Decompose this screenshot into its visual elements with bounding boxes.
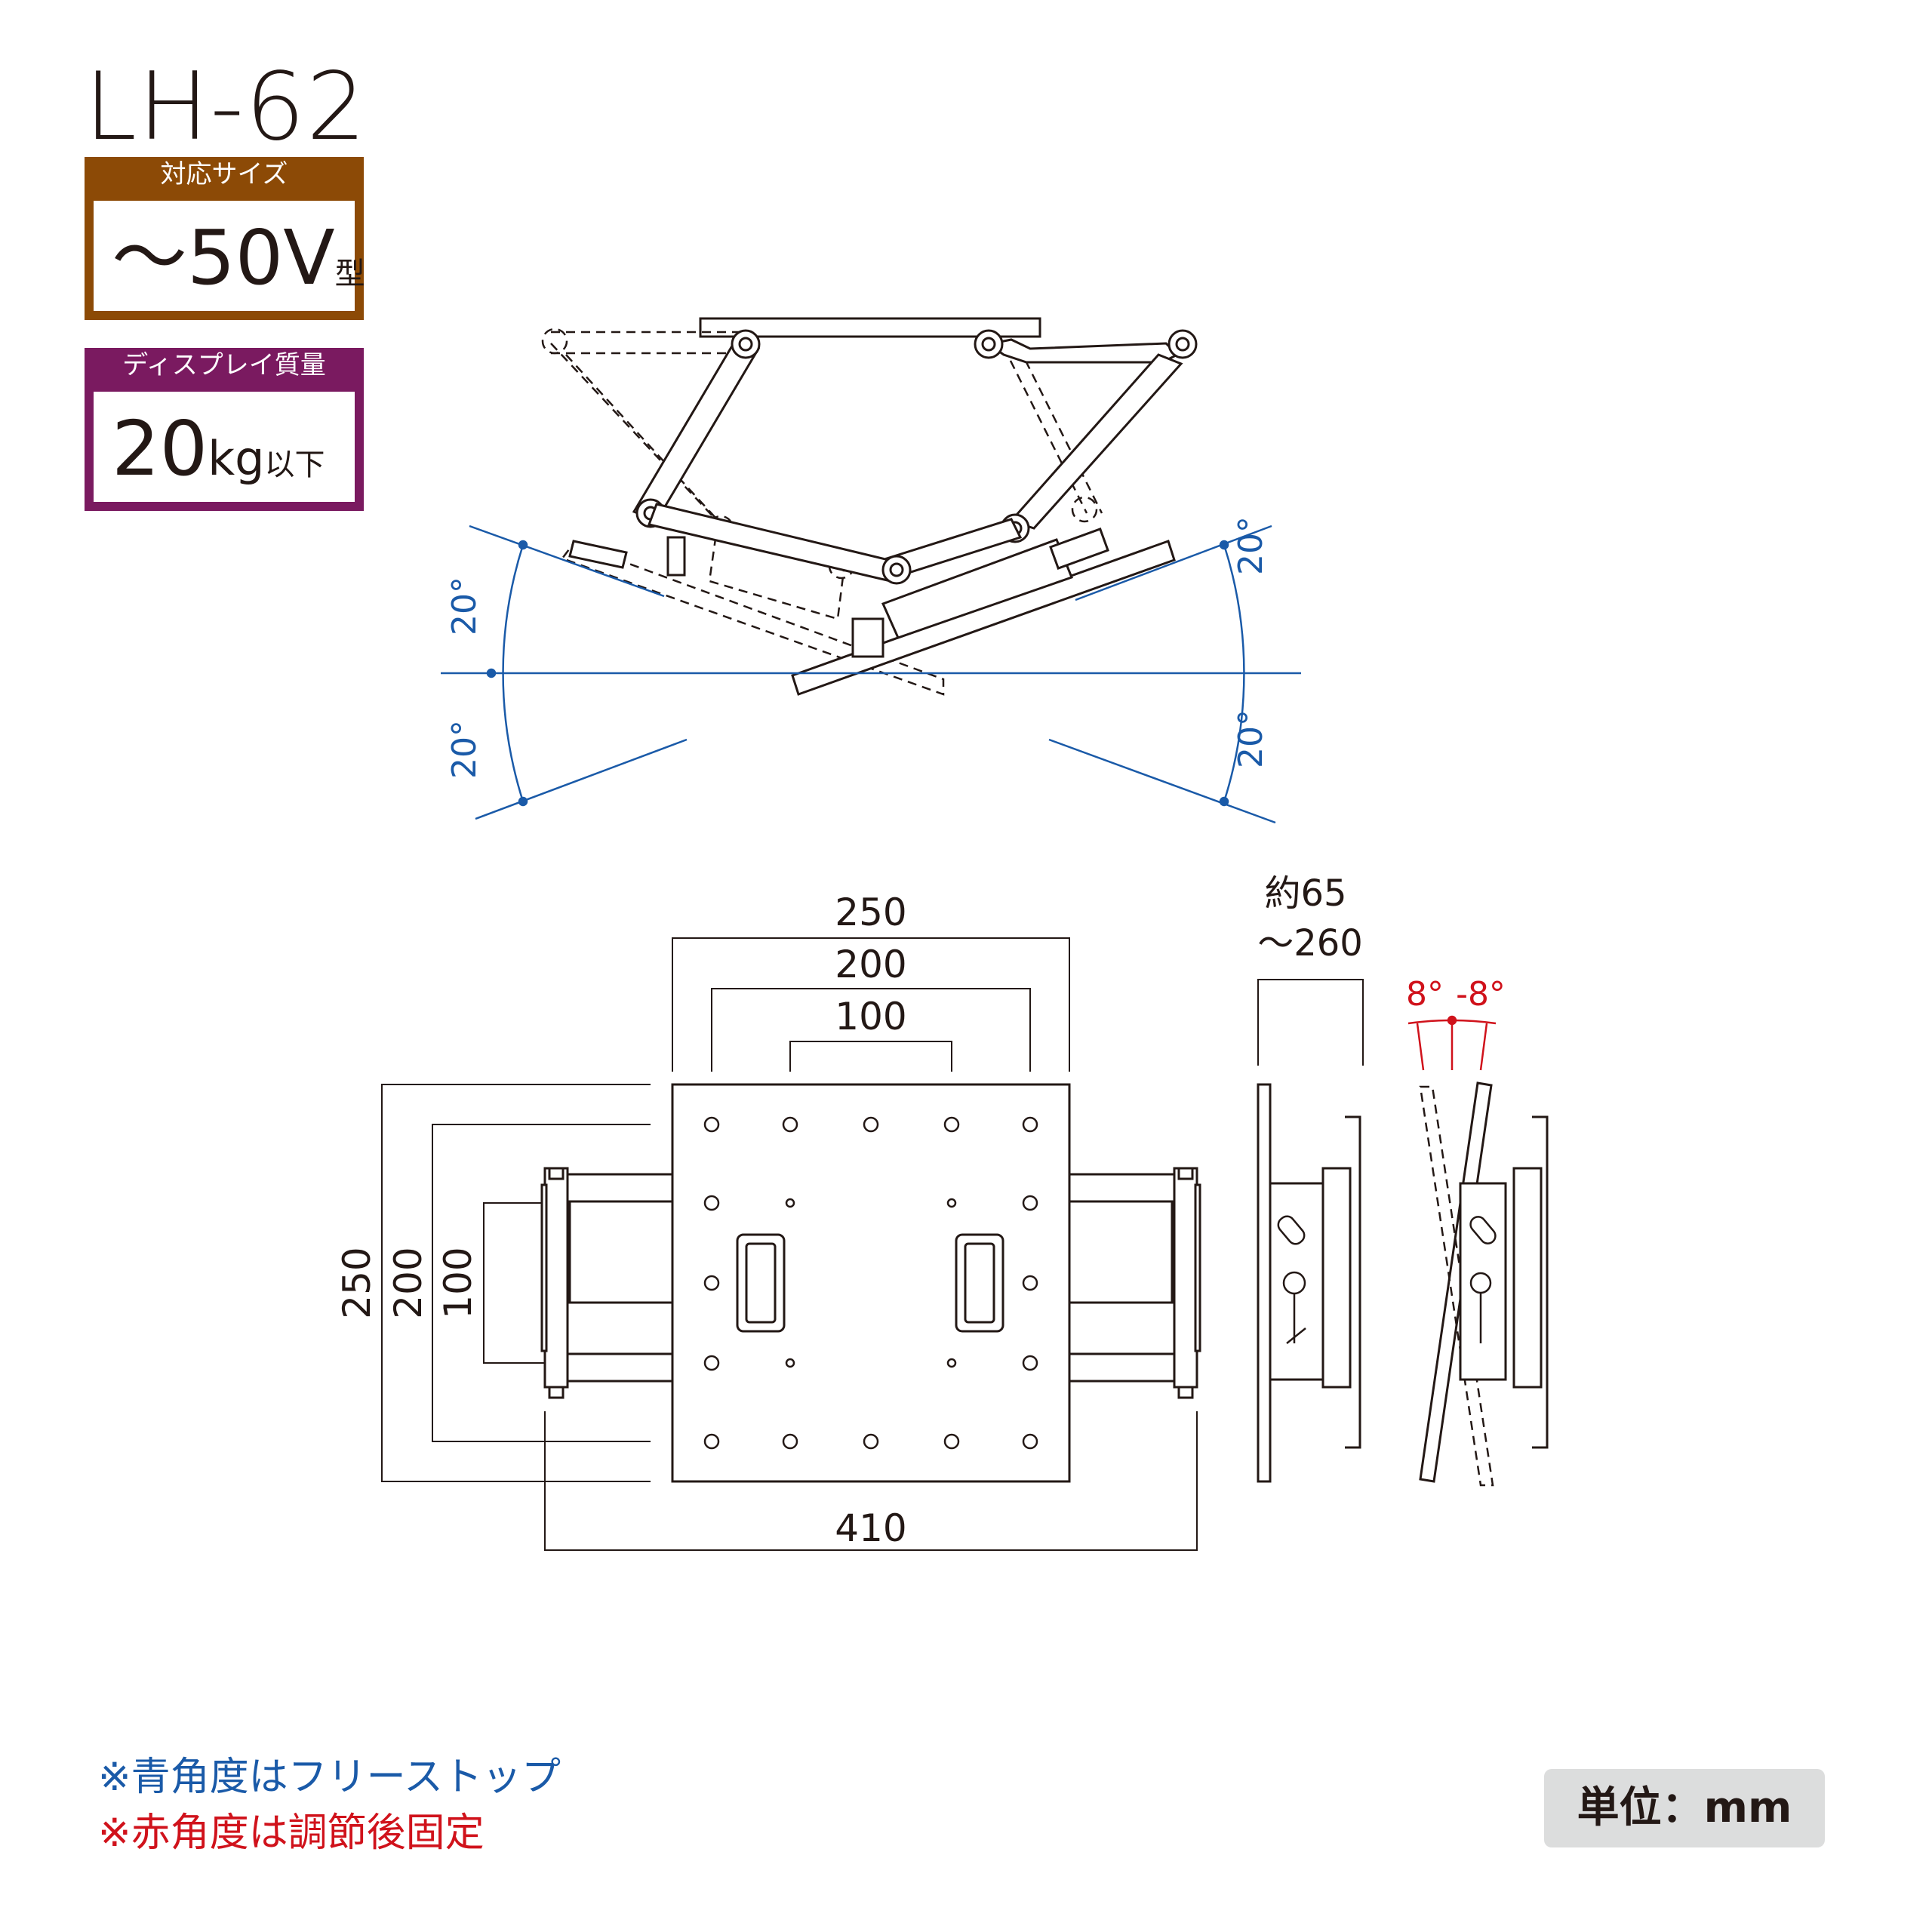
arm-right [881, 329, 1198, 585]
front-arms [540, 1167, 1201, 1399]
total-width: 410 [835, 1506, 906, 1550]
angle-left-upper: 20° [445, 577, 484, 635]
angle-right-upper: 20° [1232, 516, 1270, 575]
weight-suffix: 以下 [264, 448, 325, 482]
dim-depth [1257, 979, 1364, 1066]
height-dim-inner: 100 [436, 1247, 480, 1318]
unit-badge: 単位：mm [1544, 1769, 1825, 1847]
size-main: 50V [187, 214, 335, 302]
dim-width-100 [789, 1041, 952, 1072]
dim-height-250 [381, 1084, 651, 1482]
weight-spec-header: ディスプレイ質量 [85, 348, 364, 383]
side-tilt-knob [1277, 1215, 1306, 1344]
dim-width-250 [672, 937, 1070, 1072]
size-spec-body: 〜50V型 [85, 192, 365, 320]
tilt-guides [1407, 1015, 1497, 1071]
height-dim-mid: 200 [386, 1247, 430, 1318]
side-wall-bracket [1321, 1167, 1352, 1389]
side-view: 8° -8° 約65 〜260 [1257, 872, 1549, 1487]
wall-plate [699, 317, 1041, 338]
angle-guides [441, 525, 1301, 824]
depth-label-line1: 約65 [1264, 872, 1346, 915]
note-fixed-after-adjust: ※赤角度は調節後固定 [98, 1810, 485, 1856]
vesa-slots [736, 1233, 1004, 1333]
vesa-plate [671, 1083, 1071, 1483]
weight-spec-box: ディスプレイ質量 20kg以下 [85, 348, 364, 511]
size-spec-box: 対応サイズ 〜50V型 [85, 157, 365, 320]
weight-unit: kg [208, 431, 265, 486]
size-spec-header: 対応サイズ [85, 157, 364, 192]
dim-height-200 [432, 1124, 651, 1442]
tilt-up-angle: 8° [1406, 975, 1444, 1014]
width-dim-inner: 100 [835, 995, 906, 1038]
tilt-down-angle: -8° [1456, 975, 1506, 1014]
height-dim-outer: 250 [335, 1247, 379, 1318]
display-plate-rotated [568, 528, 1176, 696]
note-free-stop: ※青角度はフリーストップ [98, 1755, 561, 1800]
model-title: LH-62 [85, 53, 368, 162]
weight-spec-body: 20kg以下 [85, 383, 364, 511]
depth-label-line2: 〜260 [1257, 922, 1363, 964]
size-spec-value: 〜50V型 [112, 220, 365, 296]
dim-width-200 [711, 988, 1031, 1072]
side-display-plate [1257, 1083, 1272, 1483]
weight-spec-value: 20kg以下 [112, 411, 325, 487]
weight-main: 20 [112, 405, 208, 493]
vesa-holes [703, 1116, 1038, 1450]
angle-left-lower: 20° [445, 720, 484, 779]
size-suffix: 型 [334, 257, 365, 291]
size-prefix: 〜 [112, 214, 187, 302]
top-view: 20° 20° 20° 20° [441, 317, 1301, 824]
dim-width-410 [544, 1411, 1198, 1551]
side-mount-block [1269, 1182, 1324, 1381]
width-dim-outer: 250 [835, 891, 906, 934]
angle-right-lower: 20° [1232, 709, 1270, 768]
front-view: 250 200 100 410 250 200 100 [335, 891, 1201, 1551]
width-dim-mid: 200 [835, 943, 906, 986]
